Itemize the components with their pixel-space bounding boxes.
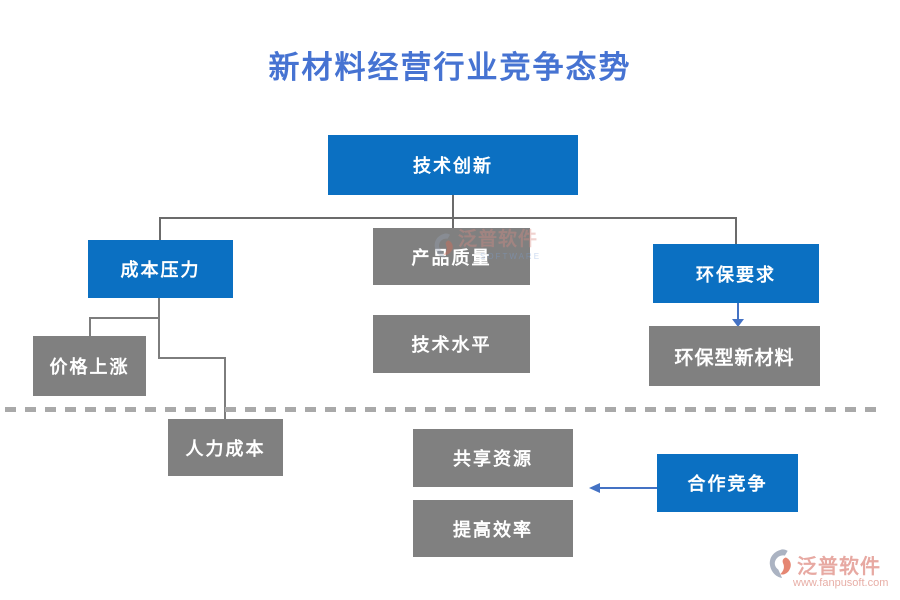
connector-labor-cost-horizontal xyxy=(158,357,226,359)
arrow-env-requirement-to-env-materials xyxy=(737,303,739,320)
watermark-url-text: www.fanpusoft.com xyxy=(793,577,889,589)
node-label: 环保要求 xyxy=(696,264,776,285)
node-improve-efficiency: 提高效率 xyxy=(413,500,573,557)
connector-drop-product-quality xyxy=(452,217,454,228)
connector-main-horizontal xyxy=(159,217,737,219)
node-shared-resources: 共享资源 xyxy=(413,429,573,487)
connector-price-rise-drop xyxy=(89,317,91,336)
watermark-corner: 泛普软件 www.fanpusoft.com xyxy=(769,549,894,589)
node-tech-level: 技术水平 xyxy=(373,315,530,373)
node-env-requirement: 环保要求 xyxy=(653,244,819,303)
node-label: 价格上涨 xyxy=(49,357,130,377)
node-label: 人力成本 xyxy=(185,438,266,459)
watermark-center: 泛普软件 SOFTWARE xyxy=(434,229,541,261)
node-env-materials: 环保型新材料 xyxy=(649,326,820,386)
connector-cost-pressure-down xyxy=(158,298,160,358)
connector-labor-cost-drop xyxy=(224,357,226,419)
connector-drop-env-requirement xyxy=(735,217,737,244)
node-cooperation: 合作竞争 xyxy=(657,454,798,512)
node-label: 成本压力 xyxy=(120,260,201,280)
connector-drop-cost-pressure xyxy=(159,217,161,240)
node-label: 合作竞争 xyxy=(687,474,768,494)
arrowhead-left-icon xyxy=(589,483,600,493)
node-cost-pressure: 成本压力 xyxy=(88,240,233,298)
dashed-divider xyxy=(5,407,883,412)
node-label: 技术创新 xyxy=(413,156,493,176)
fanpu-logo-icon xyxy=(769,549,791,578)
node-tech-innovation: 技术创新 xyxy=(328,135,578,195)
node-price-rise: 价格上涨 xyxy=(33,336,146,396)
node-label: 提高效率 xyxy=(453,519,533,540)
node-label: 环保型新材料 xyxy=(674,347,795,369)
diagram-title: 新材料经营行业竞争态势 xyxy=(268,50,632,85)
arrowhead-down-icon xyxy=(732,319,744,327)
node-label: 共享资源 xyxy=(453,449,533,469)
node-label: 产品质量 xyxy=(411,247,492,268)
watermark-brand-text: 泛普软件 xyxy=(458,229,539,250)
node-product-quality: 产品质量 xyxy=(373,228,530,285)
connector-price-rise-horizontal xyxy=(89,317,159,319)
watermark-software-text: SOFTWARE xyxy=(480,252,542,261)
watermark-brand-text: 泛普软件 xyxy=(797,555,881,578)
node-labor-cost: 人力成本 xyxy=(168,419,283,476)
node-label: 技术水平 xyxy=(411,335,492,355)
connector-trunk xyxy=(452,195,454,218)
fanpu-logo-icon xyxy=(434,233,453,258)
arrow-cooperation-to-shared-resources xyxy=(599,487,659,489)
